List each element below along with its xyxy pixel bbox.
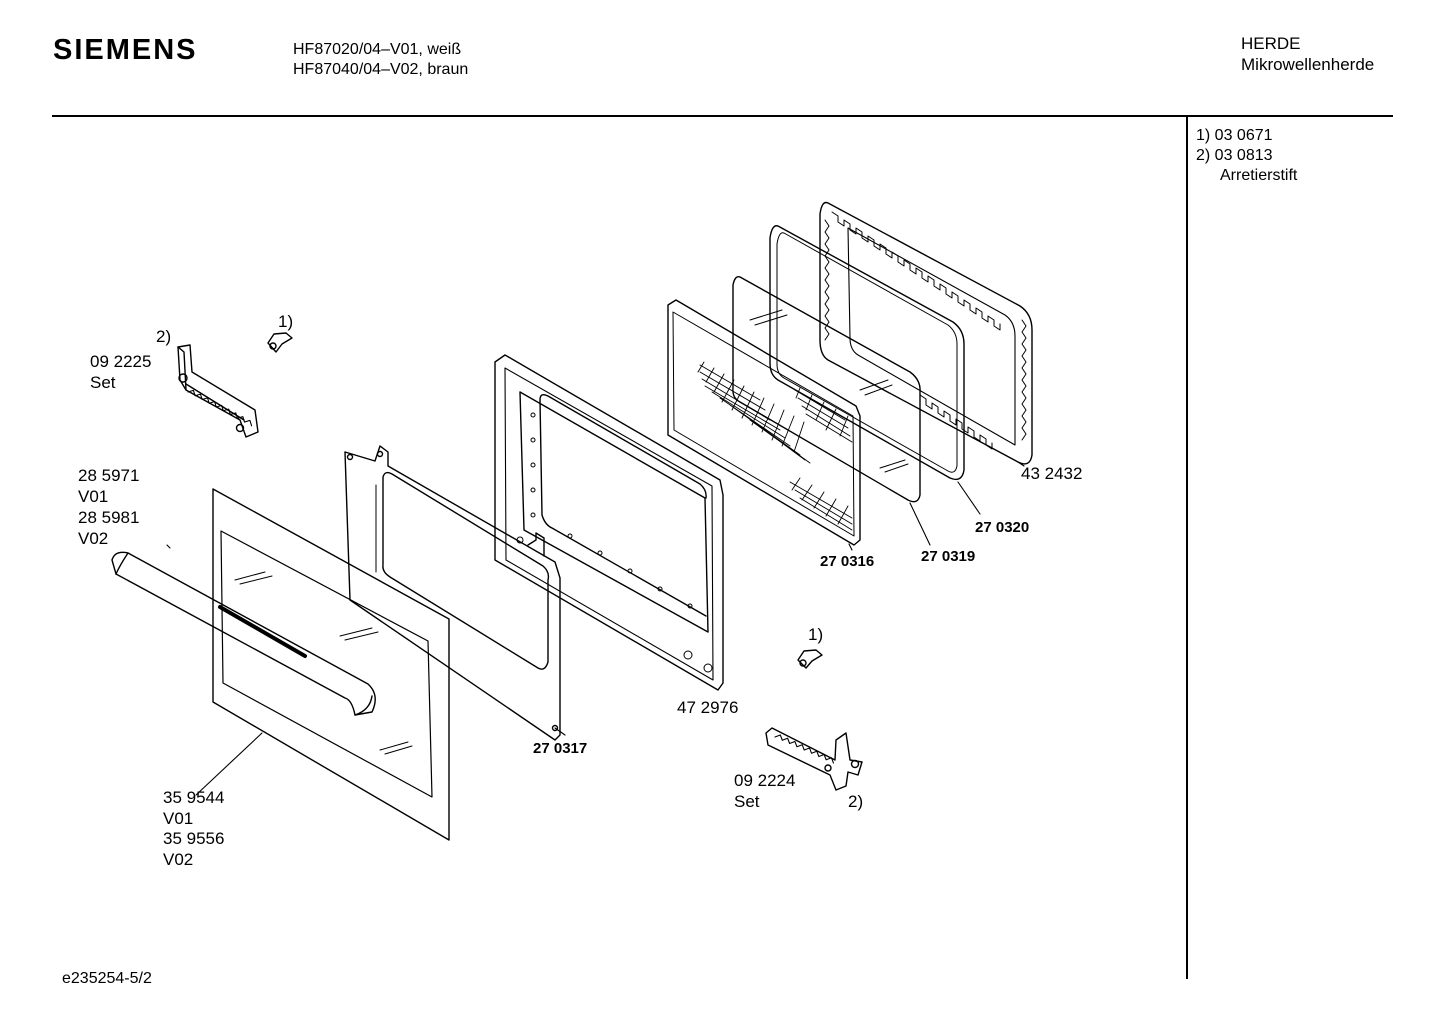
leader-door-glass bbox=[196, 733, 262, 795]
door-outer-variant-1: V01 bbox=[78, 487, 109, 506]
leader-choke-frame bbox=[1018, 462, 1024, 466]
model-line-2: HF87040/04–V02, braun bbox=[293, 61, 469, 78]
door-outer-number-1: 28 5971 bbox=[78, 466, 140, 485]
leader-inner-frame bbox=[555, 728, 565, 735]
footnote-1: 1) 03 0671 bbox=[1196, 127, 1273, 144]
leader-handle bbox=[167, 545, 170, 548]
footnotes-panel: 1) 03 0671 2) 03 0813 Arretierstift bbox=[1196, 126, 1297, 186]
leader-screen-panel bbox=[849, 544, 852, 550]
notes-divider bbox=[1186, 117, 1188, 979]
screen-panel-part bbox=[668, 300, 860, 545]
hinge-left-number: 09 2225 bbox=[90, 352, 152, 371]
seal-number: 27 0320 bbox=[975, 519, 1030, 536]
pin-bottom-part bbox=[798, 650, 822, 668]
choke-frame-number: 43 2432 bbox=[1021, 464, 1083, 483]
pin-top-part bbox=[268, 333, 292, 352]
door-glass-number-1: 35 9544 bbox=[163, 788, 225, 807]
glass-pane-number: 27 0319 bbox=[921, 548, 976, 565]
door-outer-panel bbox=[213, 489, 449, 840]
inner-frame-part bbox=[345, 446, 560, 740]
pin-top-note: 1) bbox=[278, 312, 294, 331]
hinge-left-note: 2) bbox=[156, 327, 172, 346]
screen-panel-number: 27 0316 bbox=[820, 553, 875, 570]
door-glass-number-2: 35 9556 bbox=[163, 829, 225, 848]
pin-bottom-note: 1) bbox=[808, 625, 824, 644]
hinge-right-note: 2) bbox=[848, 792, 864, 811]
seal-part bbox=[770, 226, 964, 480]
leader-glass-pane bbox=[910, 503, 930, 545]
door-outer-variant-2: V02 bbox=[78, 529, 109, 548]
document-id: e235254-5/2 bbox=[62, 970, 152, 987]
footnote-2: 2) 03 0813 bbox=[1196, 147, 1273, 164]
hinge-left-set: Set bbox=[90, 373, 116, 392]
leader-seal bbox=[958, 482, 980, 514]
footnote-2-desc: Arretierstift bbox=[1220, 167, 1298, 184]
door-handle-part bbox=[112, 552, 375, 715]
model-list: HF87020/04–V01, weiß HF87040/04–V02, bra… bbox=[293, 40, 468, 80]
hinge-right-set: Set bbox=[734, 792, 760, 811]
door-glass-variant-2: V02 bbox=[163, 850, 194, 869]
inner-frame-number: 27 0317 bbox=[533, 740, 588, 757]
door-glass-variant-1: V01 bbox=[163, 809, 194, 828]
hinge-left-part bbox=[178, 345, 258, 437]
hinge-right-part bbox=[766, 728, 862, 790]
category-subtitle: Mikrowellenherde bbox=[1241, 55, 1375, 74]
hinge-right-number: 09 2224 bbox=[734, 771, 796, 790]
leader-lines bbox=[167, 462, 1024, 795]
header-divider bbox=[52, 115, 1393, 117]
category-block: HERDE Mikrowellenherde bbox=[1241, 33, 1374, 75]
category-title: HERDE bbox=[1241, 34, 1301, 53]
choke-frame-part bbox=[820, 202, 1032, 463]
model-line-1: HF87020/04–V01, weiß bbox=[293, 41, 462, 58]
door-frame-number: 47 2976 bbox=[677, 698, 739, 717]
door-frame-part bbox=[495, 355, 723, 690]
door-outer-number-2: 28 5981 bbox=[78, 508, 140, 527]
brand-logo: SIEMENS bbox=[53, 34, 198, 66]
